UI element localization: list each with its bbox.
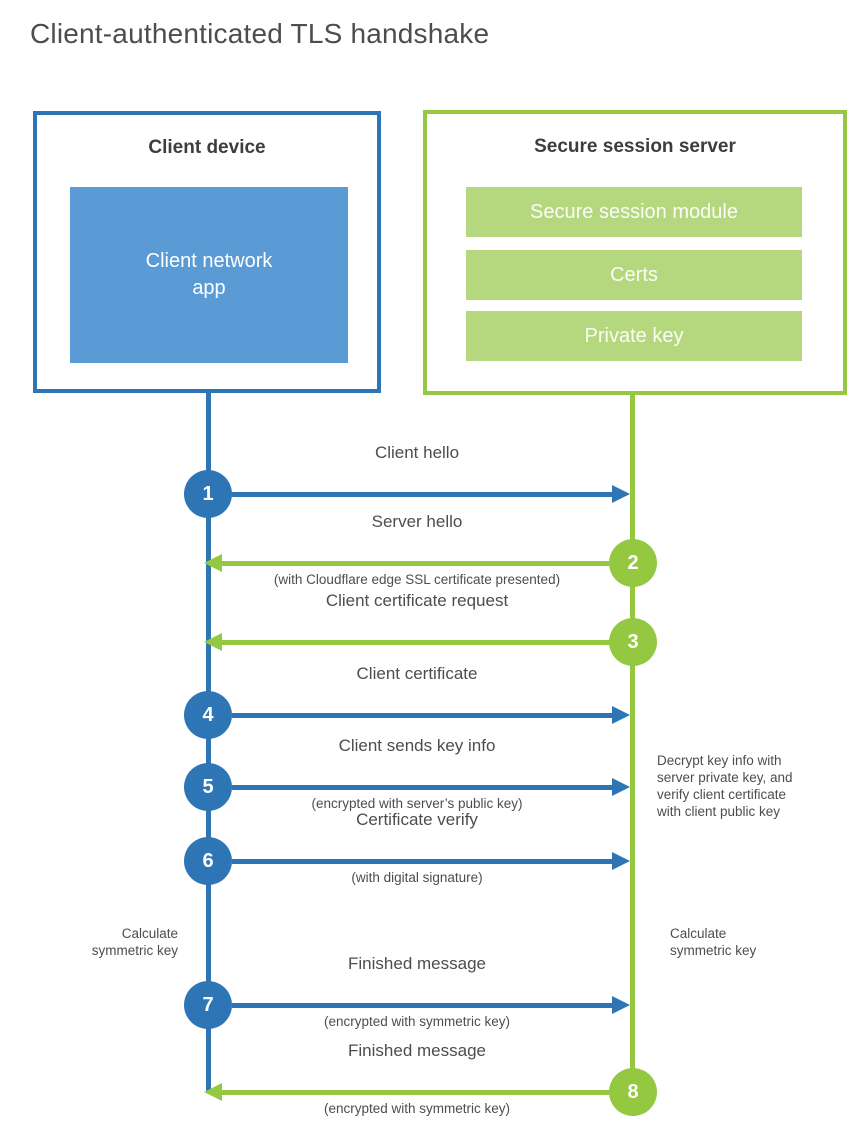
arrow-line-right [232,859,612,864]
step-1: 1 Client hello [0,443,865,518]
step-7: 7 Finished message (encrypted with symme… [0,954,865,1029]
arrow-line-left [222,561,609,566]
note-line: Calculate [121,926,178,941]
step-2: 2 Server hello (with Cloudflare edge SSL… [0,512,865,587]
step-7-sublabel: (encrypted with symmetric key) [323,1014,511,1029]
step-2-label: Server hello [371,512,463,531]
step-1-badge: 1 [184,470,232,518]
step-4-badge: 4 [184,691,232,739]
arrowhead-right-icon [612,485,630,503]
step-5-label: Client sends key info [338,736,496,755]
step-2-sublabel: (with Cloudflare edge SSL certificate pr… [273,572,561,587]
arrow-line-left [222,1090,609,1095]
step-4: 4 Client certificate [0,664,865,739]
step-3-label: Client certificate request [325,591,509,610]
calculate-symmetric-key-note-right: Calculate symmetric key [670,925,810,959]
arrowhead-right-icon [612,852,630,870]
step-7-badge: 7 [184,981,232,1029]
arrowhead-right-icon [612,996,630,1014]
step-8-badge: 8 [609,1068,657,1116]
step-6-sublabel: (with digital signature) [351,870,483,885]
arrow-line-right [232,492,612,497]
calculate-symmetric-key-note-left: Calculate symmetric key [58,925,178,959]
note-line: verify client certificate [657,787,787,802]
client-app-label-line1: Client network [145,250,273,272]
step-6-label: Certificate verify [356,810,478,829]
step-5: 5 Client sends key info (encrypted with … [0,736,865,811]
step-2-badge: 2 [609,539,657,587]
note-line: with client public key [657,804,781,819]
secure-session-server-box: Secure session server Secure session mod… [423,110,847,395]
server-title: Secure session server [534,136,736,157]
arrow-line-left [222,640,609,645]
step-5-sublabel: (encrypted with server’s public key) [311,796,523,811]
step-8: 8 Finished message (encrypted with symme… [0,1041,865,1116]
arrowhead-right-icon [612,778,630,796]
decrypt-key-info-note: Decrypt key info with server private key… [657,752,842,820]
note-line: server private key, and [657,770,793,785]
note-line: Decrypt key info with [657,753,782,768]
server-module-secure-session: Secure session module [466,187,802,237]
server-lifeline [630,393,635,1100]
step-6-badge: 6 [184,837,232,885]
step-8-sublabel: (encrypted with symmetric key) [323,1101,511,1116]
step-5-badge: 5 [184,763,232,811]
note-line: symmetric key [91,943,178,958]
client-lifeline [206,391,211,1093]
client-device-title: Client device [148,137,266,158]
arrowhead-right-icon [612,706,630,724]
client-device-box: Client device Client network app [33,111,381,393]
step-1-label: Client hello [374,443,460,462]
step-8-label: Finished message [348,1041,486,1060]
note-line: Calculate [670,926,727,941]
server-module-private-key: Private key [466,311,802,361]
arrow-line-right [232,1003,612,1008]
client-app-label-line2: app [192,277,226,299]
step-4-label: Client certificate [356,664,478,683]
arrowhead-left-icon [204,633,222,651]
server-module-certs: Certs [466,250,802,300]
step-7-label: Finished message [348,954,486,973]
page-title: Client-authenticated TLS handshake [30,18,490,49]
arrowhead-left-icon [204,1083,222,1101]
step-6: 6 Certificate verify (with digital signa… [0,810,865,885]
step-3-badge: 3 [609,618,657,666]
note-line: symmetric key [670,943,757,958]
arrowhead-left-icon [204,554,222,572]
client-network-app-box: Client network app [70,187,348,363]
step-3: 3 Client certificate request [0,591,865,666]
arrow-line-right [232,785,612,790]
arrow-line-right [232,713,612,718]
